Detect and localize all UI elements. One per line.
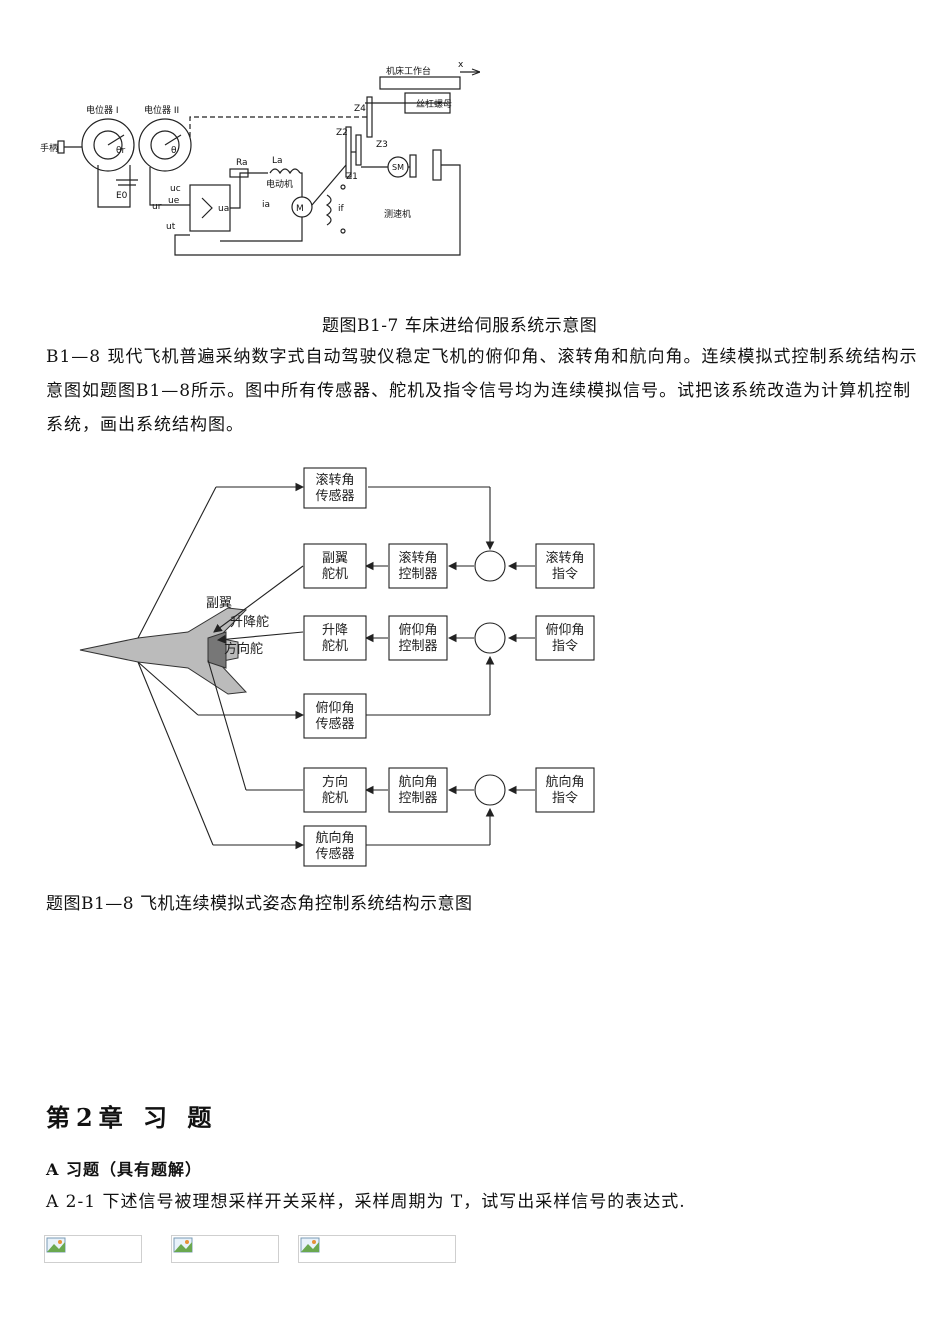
broken-image-icon	[173, 1237, 193, 1253]
fig1-ra: Ra	[236, 158, 248, 168]
block-roll-sensor-l2: 传感器	[315, 488, 354, 504]
fig1-z3: Z3	[376, 140, 388, 150]
block-pitch-sensor-l2: 传感器	[315, 716, 354, 732]
aircraft-icon	[79, 607, 248, 695]
broken-image-icon	[300, 1237, 320, 1253]
block-yaw-ctrl-l1: 航向角	[398, 774, 437, 790]
section-heading: A 习题（具有题解）	[46, 1160, 202, 1179]
fig1-pot1: 电位器 I	[86, 104, 119, 116]
fig1-z2: Z2	[336, 128, 348, 138]
problem-b1-8: B1—8 现代飞机普遍采纳数字式自动驾驶仪稳定飞机的俯仰角、滚转角和航向角。连续…	[46, 347, 918, 435]
block-yaw-cmd-l2: 指令	[552, 791, 578, 806]
fig1-sm: SM	[392, 163, 404, 172]
fig1-motor: 电动机	[266, 178, 293, 190]
plane-label-elevator: 升降舵	[230, 615, 269, 630]
fig1-m: M	[296, 204, 304, 214]
block-roll-ctrl-l2: 控制器	[398, 567, 437, 582]
block-yaw-sensor-l2: 传感器	[315, 846, 354, 862]
block-roll-cmd-l2: 指令	[552, 567, 578, 582]
fig1-if: if	[338, 204, 345, 214]
block-aileron-servo-l1: 副翼	[322, 551, 348, 566]
block-yaw-ctrl-l2: 控制器	[398, 791, 437, 806]
plane-label-aileron: 副翼	[206, 596, 232, 611]
fig1-z1: Z1	[346, 172, 358, 182]
fig1-e0: E0	[116, 191, 128, 201]
lathe-servo-diagram: 机床工作台 x 丝杠螺母 电位器 I 电位器 II 手柄 θr θ E0 ur …	[40, 60, 480, 256]
block-pitch-sensor-l1: 俯仰角	[315, 700, 354, 716]
block-roll-ctrl-l1: 滚转角	[398, 550, 437, 566]
chapter-title: 第2章 习 题	[46, 1103, 218, 1132]
broken-image-2	[171, 1235, 279, 1263]
block-elev-servo-l1: 升降	[322, 623, 348, 638]
block-roll-sensor-l1: 滚转角	[315, 472, 354, 488]
block-pitch-ctrl-l2: 控制器	[398, 639, 437, 654]
block-yaw-cmd-l1: 航向角	[545, 774, 584, 790]
block-rudder-servo-l1: 方向	[322, 774, 348, 790]
fig1-theta: θ	[171, 146, 177, 156]
fig1-handle: 手柄	[40, 142, 58, 154]
fig1-ua: ua	[218, 204, 229, 214]
fig1-ia: ia	[262, 200, 270, 210]
block-aileron-servo-l2: 舵机	[322, 567, 348, 582]
aircraft-attitude-diagram: 副翼 升降舵 方向舵	[79, 467, 595, 867]
fig1-pot2: 电位器 II	[144, 104, 179, 116]
fig1-caption: 题图B1-7 车床进给伺服系统示意图	[322, 316, 598, 336]
fig1-z4: Z4	[354, 104, 366, 114]
block-pitch-cmd-l2: 指令	[552, 639, 578, 654]
fig1-la: La	[272, 156, 283, 166]
problem-a2-1: A 2-1 下述信号被理想采样开关采样，采样周期为 T，试写出采样信号的表达式.	[46, 1192, 686, 1212]
fig1-uc: uc	[170, 184, 181, 194]
fig1-tacho: 测速机	[384, 208, 411, 220]
broken-image-icon	[46, 1237, 66, 1253]
fig1-ut: ut	[166, 222, 176, 232]
fig1-theta-r: θr	[116, 146, 126, 156]
block-pitch-ctrl-l1: 俯仰角	[398, 622, 437, 638]
block-pitch-cmd-l1: 俯仰角	[545, 622, 584, 638]
broken-image-3	[298, 1235, 456, 1263]
block-elev-servo-l2: 舵机	[322, 639, 348, 654]
block-rudder-servo-l2: 舵机	[322, 791, 348, 806]
block-roll-cmd-l1: 滚转角	[545, 550, 584, 566]
fig2-caption: 题图B1—8 飞机连续模拟式姿态角控制系统结构示意图	[46, 894, 473, 914]
fig1-leadscrew: 丝杠螺母	[416, 98, 452, 110]
fig1-ur: ur	[152, 202, 162, 212]
plane-label-rudder: 方向舵	[224, 641, 263, 657]
fig1-worktable: 机床工作台	[386, 65, 431, 77]
fig1-x-axis: x	[458, 60, 464, 70]
fig1-ue: ue	[168, 196, 180, 206]
block-yaw-sensor-l1: 航向角	[315, 830, 354, 846]
broken-image-1	[44, 1235, 142, 1263]
